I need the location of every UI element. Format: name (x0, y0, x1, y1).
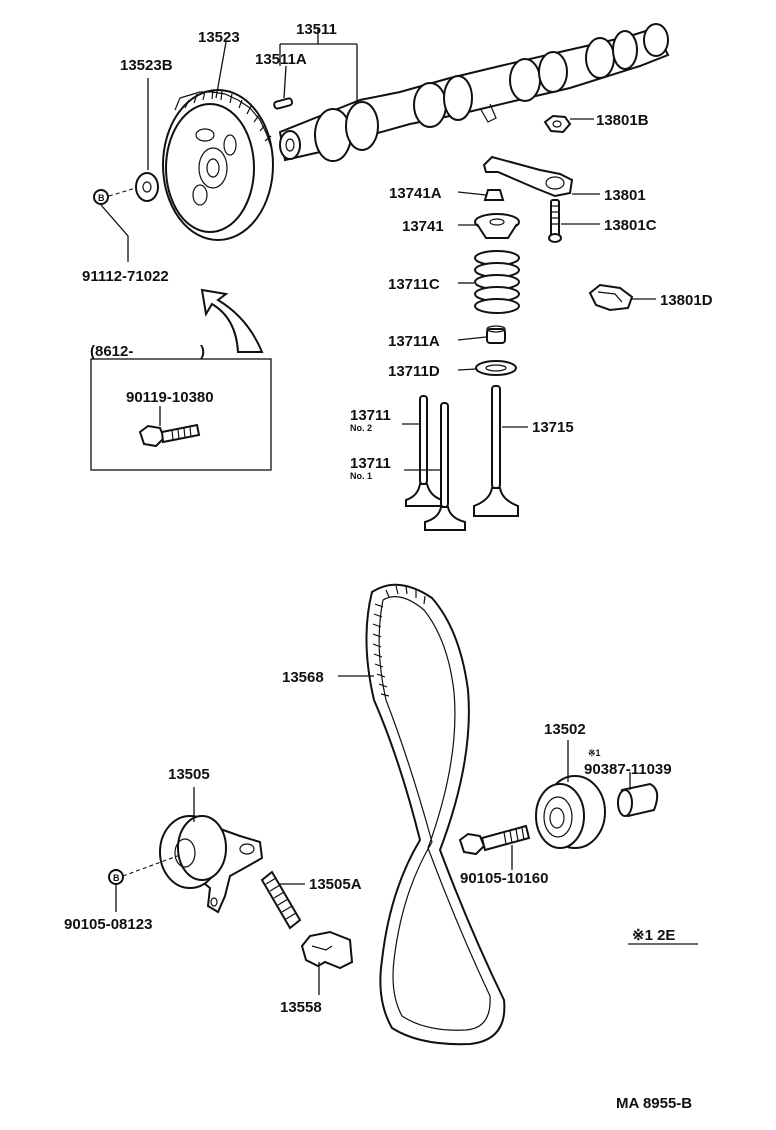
label-90387-11039: 90387-11039 (584, 761, 672, 778)
clip-13801D[interactable] (588, 283, 634, 312)
label-13801: 13801 (604, 187, 646, 204)
label-8612-close: ) (200, 343, 205, 360)
spring-seat-13711D[interactable] (475, 360, 517, 376)
inset-bolt-90119-10380[interactable] (138, 423, 201, 448)
camshaft-13511[interactable] (278, 23, 670, 162)
exhaust-valve-13715[interactable] (473, 385, 519, 517)
knock-pin-13511A[interactable] (273, 97, 294, 110)
label-91112-71022: 91112-71022 (82, 268, 169, 285)
label-13523B: 13523B (120, 57, 173, 74)
bolt-marker-91112[interactable]: B (93, 189, 109, 205)
label-13801B: 13801B (596, 112, 649, 129)
label-13711D: 13711D (388, 363, 440, 380)
valve-rocker-arm-13801[interactable] (482, 155, 574, 198)
label-13715: 13715 (532, 419, 574, 436)
label-13801C: 13801C (604, 217, 657, 234)
intake-valve-13711-no1[interactable] (424, 402, 466, 531)
bolt-mark-glyph: B (98, 193, 105, 203)
label-13505: 13505 (168, 766, 210, 783)
label-no2: No. 2 (350, 423, 372, 433)
label-13741: 13741 (402, 218, 444, 235)
label-13568: 13568 (282, 669, 324, 686)
bolt-mark-glyph-2: B (113, 873, 120, 883)
label-13711-no1: 13711 (350, 455, 391, 472)
adjusting-screw-13801C[interactable] (548, 199, 562, 243)
label-13711A: 13711A (388, 333, 440, 350)
plate-washer-13523B[interactable] (135, 172, 159, 202)
label-13558: 13558 (280, 999, 322, 1016)
bolt-90105-10160[interactable] (458, 824, 531, 856)
intake-valve-13711-no2[interactable] (405, 395, 443, 507)
valve-keeper-13741A[interactable] (483, 189, 505, 201)
label-no1: No. 1 (350, 471, 372, 481)
label-13711-no2: 13711 (350, 407, 391, 424)
camshaft-pulley-13523[interactable] (162, 89, 274, 241)
label-8612: (8612- (90, 343, 133, 360)
label-90105-10160: 90105-10160 (460, 870, 548, 887)
valve-spring-13711C[interactable] (474, 250, 520, 314)
bolt-marker-90105-08123[interactable]: B (108, 869, 124, 885)
label-13741A: 13741A (389, 185, 442, 202)
idler-pulley-13502[interactable] (535, 775, 606, 849)
label-13711C: 13711C (388, 276, 440, 293)
nut-13801B[interactable] (543, 114, 572, 134)
label-13801D: 13801D (660, 292, 713, 309)
bracket-13558[interactable] (300, 930, 354, 970)
spring-retainer-13741[interactable] (474, 213, 520, 239)
label-13505A: 13505A (309, 876, 362, 893)
label-13511: 13511 (296, 21, 337, 38)
tension-spring-13505A[interactable] (260, 870, 302, 930)
arrow-to-pulley-icon (200, 288, 264, 353)
label-90119-10380: 90119-10380 (126, 389, 214, 406)
label-13523: 13523 (198, 29, 240, 46)
timing-belt-13568[interactable] (365, 583, 506, 1046)
drawing-id: MA 8955-B (616, 1095, 692, 1112)
tensioner-pulley-13505[interactable] (159, 815, 264, 914)
label-star1: ※1 (588, 748, 601, 758)
spacer-90387-11039[interactable] (617, 782, 659, 818)
label-note-2E: ※1 2E (632, 927, 675, 944)
inset-box-8612 (90, 358, 272, 471)
label-90105-08123: 90105-08123 (64, 916, 152, 933)
valve-stem-seal-13711A[interactable] (486, 325, 506, 344)
label-13502: 13502 (544, 721, 586, 738)
label-13511A: 13511A (255, 51, 307, 68)
